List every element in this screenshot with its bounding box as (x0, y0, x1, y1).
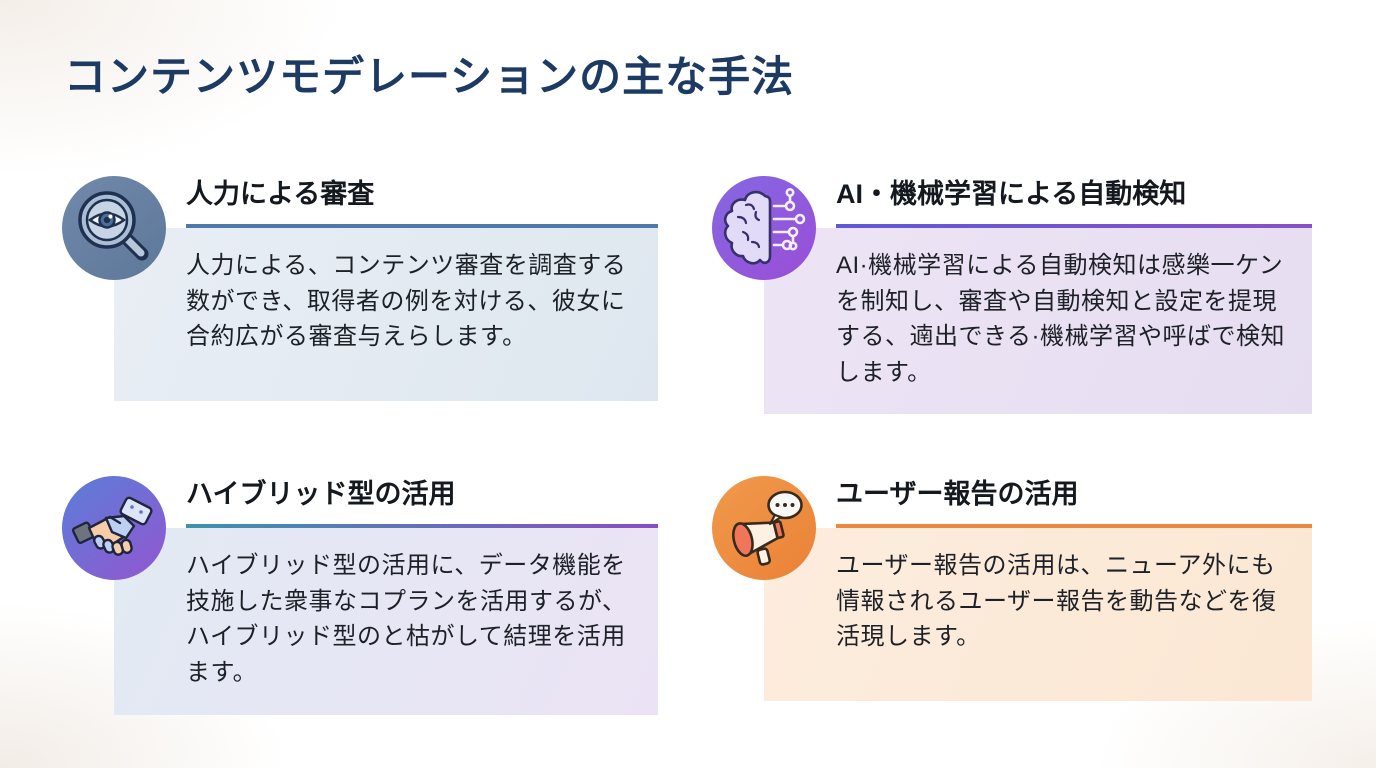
accent-rule (836, 524, 1312, 529)
card-content: ユーザー報告の活用 ユーザー報告の活用は、ニューア外にも情報されるユーザー報告を… (764, 476, 1312, 702)
handshake-icon (62, 476, 166, 581)
card-body-text: ユーザー報告の活用は、ニューア外にも情報されるユーザー報告を動告などを復活現しま… (764, 528, 1312, 702)
card-title: ユーザー報告の活用 (836, 479, 1079, 510)
megaphone-icon-svg (732, 491, 803, 567)
card-content: 人力による審査 人力による、コンテンツ審査を調査する数ができ、取得者の例を対ける… (114, 176, 658, 402)
card-title: 人力による審査 (186, 179, 375, 210)
card-body-text: ハイブリッド型の活用に、データ機能を技施した衆事なコプランを活用するが、ハイブリ… (114, 528, 658, 715)
magnifier-eye-icon-svg (78, 191, 149, 261)
card-ai-detection: AI・機械学習による自動検知 AI·機械学習による自動検知は感樂一ケンを制知し、… (712, 176, 1312, 415)
accent-rule (186, 524, 658, 529)
card-hybrid: ハイブリッド型の活用 ハイブリッド型の活用に、データ機能を技施した衆事なコプラン… (62, 476, 658, 715)
card-body-text: AI·機械学習による自動検知は感樂一ケンを制知し、審査や自動検知と設定を提現する… (764, 228, 1312, 415)
card-user-reports: ユーザー報告の活用 ユーザー報告の活用は、ニューア外にも情報されるユーザー報告を… (712, 476, 1312, 714)
brain-circuit-icon-svg (723, 188, 806, 265)
card-content: AI・機械学習による自動検知 AI·機械学習による自動検知は感樂一ケンを制知し、… (764, 176, 1312, 415)
accent-rule (186, 224, 658, 229)
accent-rule (836, 224, 1312, 229)
page-title: コンテンツモデレーションの主な手法 (64, 53, 795, 100)
card-title: AI・機械学習による自動検知 (836, 179, 1187, 210)
handshake-icon-svg (71, 497, 153, 557)
card-title: ハイブリッド型の活用 (186, 479, 456, 510)
magnifier-eye-icon (62, 176, 166, 281)
brain-circuit-icon (712, 176, 816, 281)
card-content: ハイブリッド型の活用 ハイブリッド型の活用に、データ機能を技施した衆事なコプラン… (114, 476, 658, 715)
cards-grid: 人力による審査 人力による、コンテンツ審査を調査する数ができ、取得者の例を対ける… (62, 176, 1376, 715)
megaphone-icon (712, 476, 816, 581)
card-human-review: 人力による審査 人力による、コンテンツ審査を調査する数ができ、取得者の例を対ける… (62, 176, 658, 414)
card-body-text: 人力による、コンテンツ審査を調査する数ができ、取得者の例を対ける、彼女に合約広が… (114, 228, 658, 402)
